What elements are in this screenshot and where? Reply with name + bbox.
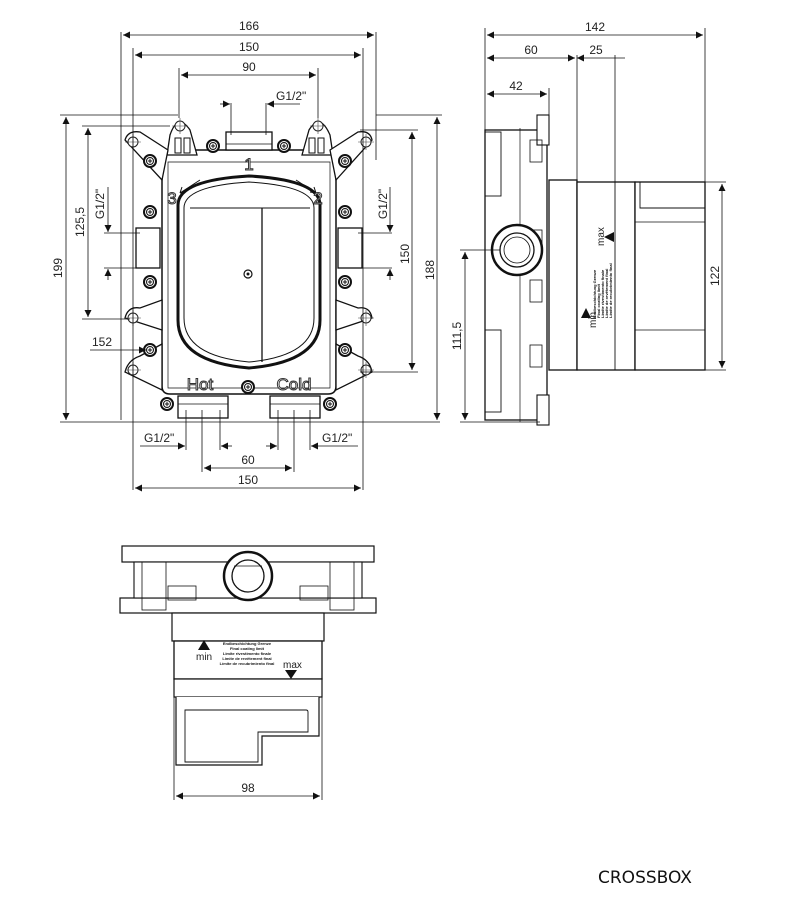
side-coating-line-1: Endbeschichtung Grenze [592,269,597,318]
front-view [124,117,375,419]
dim-inlet-spacing: 60 [241,453,255,467]
dim-left-outlet: G1/2" [93,189,107,219]
side-dimensions [460,28,726,423]
side-coating-line-5: Límite de recubrimiento final [608,263,613,318]
dim-height-body: 122 [708,266,722,286]
dim-top-outlet: G1/2" [276,89,306,103]
dim-depth-overall: 142 [585,20,605,34]
dim-cover-band: 25 [589,43,603,57]
bottom-dimensions [173,697,323,800]
dim-height-overall: 199 [51,258,65,278]
side-coating-line-2: Final coating limit [596,283,601,318]
cold-outlet [269,395,321,419]
front-dimensions [60,31,442,492]
dim-body-width: 98 [241,781,255,795]
side-view [484,114,706,426]
bottom-coating-line-2: Final coating limit [230,646,265,651]
bottom-coating-line-1: Endbeschichtung Grenze [223,641,272,646]
bottom-coating-line-5: Límite de recubrimiento final [220,661,275,666]
dim-width-overall: 166 [239,19,259,33]
dim-width-lugs: 90 [242,60,256,74]
side-coating-line-3: Limite rivestimento finale [600,269,605,318]
bottom-coating-line-4: Limite de revêtement final [222,656,271,661]
port-2-label: 2 [313,189,322,208]
dim-depth-to-cover: 60 [524,43,538,57]
port-3-label: 3 [167,189,176,208]
dim-width-mounting: 150 [239,40,259,54]
bottom-coating-line-3: Limite rivestimento finale [223,651,272,656]
port-1-label: 1 [244,155,253,174]
dim-hot-outlet: G1/2" [144,431,174,445]
dim-height-inner: 150 [398,244,412,264]
bottom-view [119,545,377,766]
hot-label: Hot [187,375,214,394]
dim-height-side-outlets: 125,5 [73,207,87,237]
product-title: CROSSBOX [598,868,692,888]
dim-diagonal: 152 [92,335,112,349]
dim-height-frame: 188 [423,260,437,280]
side-min-label: min [588,312,599,328]
dim-height-outlet-center: 111,5 [450,322,464,351]
dim-depth-frame: 42 [509,79,523,93]
cold-label: Cold [277,375,312,394]
bottom-min-label: min [196,652,212,663]
dim-right-outlet: G1/2" [376,189,390,219]
center-mark [243,269,253,279]
side-max-label: max [596,227,607,246]
dim-cold-outlet: G1/2" [322,431,352,445]
bottom-max-label: max [283,660,302,671]
cover-plate [176,174,322,370]
right-outlet [337,227,363,269]
left-outlet [135,227,161,269]
hot-outlet [177,395,229,419]
dim-width-bottom: 150 [238,473,258,487]
side-coating-line-4: Limite de revêtement final [604,269,609,318]
top-outlet [225,131,273,151]
